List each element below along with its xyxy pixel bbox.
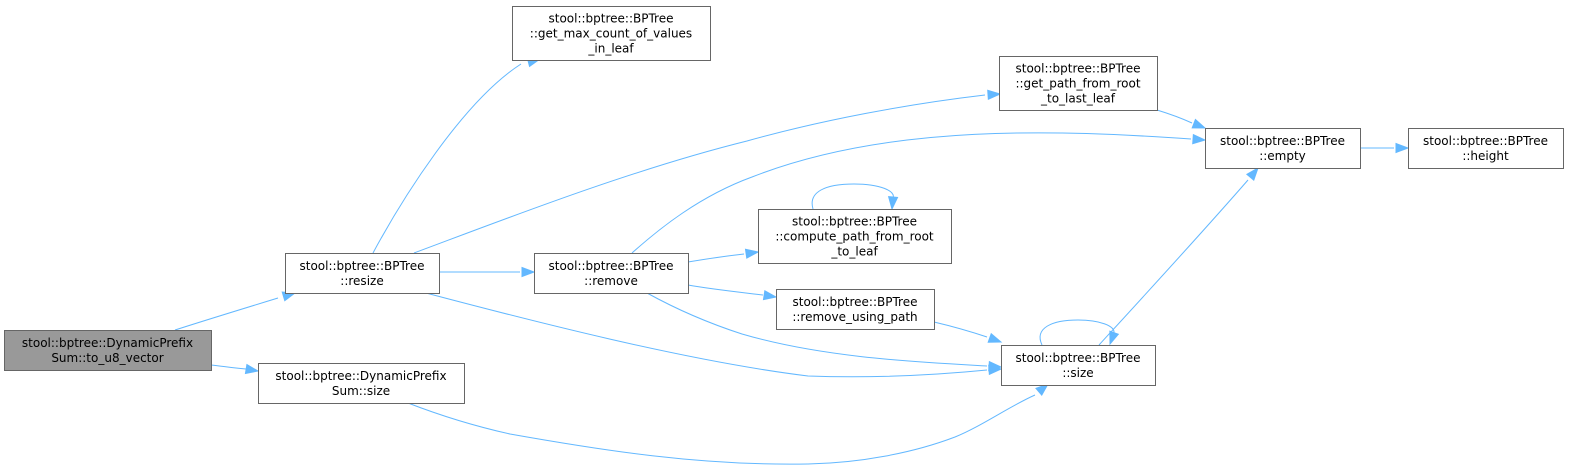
- arrowhead-icon: [887, 196, 899, 211]
- node-label-line: _to_last_leaf: [1040, 92, 1116, 106]
- node-box[interactable]: [776, 289, 935, 330]
- node-label-line: Sum::to_u8_vector: [51, 351, 163, 365]
- nodes: stool::bptree::DynamicPrefixSum::to_u8_v…: [4, 6, 1564, 404]
- edge-line: [646, 292, 988, 367]
- arrowhead-icon: [988, 360, 1003, 372]
- node-label-line: ::remove_using_path: [792, 310, 917, 324]
- node-height[interactable]: stool::bptree::BPTree::height: [1408, 128, 1564, 169]
- arrowhead-icon: [987, 332, 1003, 343]
- edge-line: [811, 183, 894, 210]
- edge-remove-to-remove_using_path: [687, 284, 778, 301]
- edge-line: [407, 394, 1036, 465]
- node-label-line: Sum::size: [332, 384, 390, 398]
- node-get-path-last[interactable]: stool::bptree::BPTree::get_path_from_roo…: [999, 56, 1158, 111]
- node-label-line: ::size: [1062, 366, 1093, 380]
- node-to-u8-vector[interactable]: stool::bptree::DynamicPrefixSum::to_u8_v…: [4, 330, 212, 371]
- node-remove[interactable]: stool::bptree::BPTree::remove: [534, 253, 689, 294]
- arrowhead-icon: [1191, 118, 1207, 129]
- node-box[interactable]: [258, 363, 465, 404]
- node-get-max[interactable]: stool::bptree::BPTree::get_max_count_of_…: [512, 6, 711, 61]
- node-label-line: ::compute_path_from_root: [775, 230, 934, 244]
- node-label-line: ::resize: [340, 274, 383, 288]
- arrowhead-icon: [521, 266, 536, 278]
- arrowhead-icon: [1395, 142, 1410, 154]
- edge-line: [687, 253, 745, 263]
- node-box[interactable]: [1001, 345, 1156, 386]
- arrowhead-icon: [1109, 330, 1120, 346]
- edge-dps_size-to-bpt_size: [407, 383, 1050, 465]
- edge-line: [1156, 109, 1193, 124]
- node-label-line: stool::bptree::BPTree: [792, 215, 917, 229]
- node-label-line: stool::bptree::BPTree: [793, 295, 918, 309]
- edge-line: [933, 321, 988, 338]
- node-label-line: stool::bptree::BPTree: [1016, 62, 1141, 76]
- edges: [174, 57, 1410, 465]
- node-box[interactable]: [4, 330, 212, 371]
- node-box[interactable]: [534, 253, 689, 294]
- node-label-line: stool::bptree::BPTree: [1423, 134, 1548, 148]
- arrowhead-icon: [244, 363, 260, 375]
- node-label-line: ::remove: [584, 274, 638, 288]
- node-label-line: stool::bptree::DynamicPrefix: [275, 369, 446, 383]
- arrowhead-icon: [1192, 133, 1207, 145]
- node-label-line: ::get_max_count_of_values: [530, 27, 692, 41]
- node-remove-using-path[interactable]: stool::bptree::BPTree::remove_using_path: [776, 289, 935, 330]
- edge-line: [1098, 179, 1249, 346]
- node-box[interactable]: [512, 6, 711, 61]
- edge-line: [372, 63, 522, 254]
- arrowhead-icon: [744, 248, 760, 259]
- node-label-line: ::empty: [1259, 149, 1306, 163]
- edge-line: [174, 297, 279, 331]
- node-label-line: stool::bptree::BPTree: [300, 259, 425, 273]
- node-box[interactable]: [999, 56, 1158, 111]
- edge-get_path_last-to-empty: [1156, 109, 1207, 129]
- edge-line: [687, 284, 764, 296]
- node-label-line: _in_leaf: [587, 42, 634, 56]
- arrowhead-icon: [762, 289, 778, 301]
- edge-empty-to-height: [1360, 142, 1410, 154]
- node-label-line: ::height: [1462, 149, 1509, 163]
- node-box[interactable]: [285, 253, 440, 294]
- node-label-line: _to_leaf: [830, 245, 878, 259]
- edge-compute_path-to-compute_path: [811, 183, 899, 211]
- node-label-line: ::get_path_from_root: [1015, 77, 1140, 91]
- edge-resize-to-remove: [439, 266, 536, 278]
- edge-remove-to-compute_path: [687, 248, 760, 263]
- edge-line: [413, 94, 986, 254]
- node-label-line: stool::bptree::BPTree: [549, 12, 674, 26]
- edge-bpt_size-to-bpt_size: [1039, 319, 1120, 346]
- edge-resize-to-get_max: [372, 57, 542, 254]
- node-box[interactable]: [758, 209, 952, 264]
- arrowhead-icon: [1245, 166, 1259, 181]
- arrowhead-icon: [1035, 383, 1050, 397]
- node-label-line: stool::bptree::BPTree: [1220, 134, 1345, 148]
- node-bpt-size[interactable]: stool::bptree::BPTree::size: [1001, 345, 1156, 386]
- edge-line: [210, 364, 247, 370]
- edge-line: [631, 132, 1192, 254]
- node-empty[interactable]: stool::bptree::BPTree::empty: [1205, 128, 1361, 169]
- node-label-line: stool::bptree::DynamicPrefix: [22, 336, 193, 350]
- edge-to_u8_vector-to-resize: [174, 291, 297, 331]
- arrowhead-icon: [987, 89, 1002, 101]
- node-label-line: stool::bptree::BPTree: [1016, 351, 1141, 365]
- edge-line: [425, 292, 988, 378]
- edge-line: [1039, 319, 1115, 346]
- node-resize[interactable]: stool::bptree::BPTree::resize: [285, 253, 440, 294]
- edge-remove_using_path-to-bpt_size: [933, 321, 1003, 343]
- node-box[interactable]: [1408, 128, 1564, 169]
- edge-remove-to-bpt_size: [646, 292, 1003, 372]
- node-compute-path[interactable]: stool::bptree::BPTree::compute_path_from…: [758, 209, 952, 264]
- node-label-line: stool::bptree::BPTree: [549, 259, 674, 273]
- edge-bpt_size-to-empty: [1098, 166, 1259, 346]
- edge-remove-to-empty: [631, 132, 1207, 254]
- node-box[interactable]: [1205, 128, 1361, 169]
- edge-to_u8_vector-to-dps_size: [210, 363, 260, 375]
- edge-resize-to-get_path_last: [413, 89, 1002, 254]
